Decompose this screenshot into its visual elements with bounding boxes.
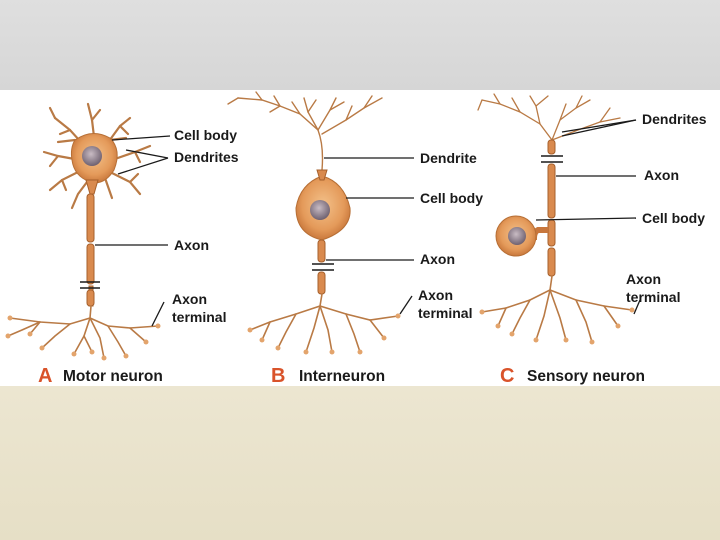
- inter-nucleus: [310, 200, 330, 220]
- motor-axon-segment: [86, 243, 95, 285]
- label-axon-terminal-b-line1: Axon: [418, 287, 453, 303]
- label-axon-terminal-c-line2: terminal: [626, 289, 680, 305]
- caption-motor-neuron: Motor neuron: [63, 368, 163, 385]
- motor-axon-segment: [86, 289, 95, 307]
- sensory-dendrite-tree: [477, 93, 621, 141]
- leader-lines: [95, 119, 641, 327]
- label-axon-terminal-c-line1: Axon: [626, 271, 661, 287]
- label-dendrite-b: Dendrite: [420, 150, 477, 166]
- label-dendrites-a: Dendrites: [174, 149, 239, 165]
- sensory-axon-segment: [547, 139, 556, 155]
- motor-axon-segment: [86, 193, 95, 243]
- label-axon-terminal-a-line2: terminal: [172, 309, 226, 325]
- sensory-axon-segment: [547, 163, 556, 219]
- label-axon-b: Axon: [420, 251, 455, 267]
- panel-letter-c: C: [500, 365, 514, 386]
- inter-axon-segment: [317, 271, 326, 295]
- label-axon-a: Axon: [174, 237, 209, 253]
- label-axon-terminal-a-line1: Axon: [172, 291, 207, 307]
- panel-letter-a: A: [38, 365, 52, 386]
- label-axon-terminal-b-line2: terminal: [418, 305, 472, 321]
- top-band: [0, 0, 720, 90]
- inter-axon-segment: [317, 239, 326, 263]
- motor-neuron: [5, 102, 161, 361]
- inter-dendrite-tree: [227, 91, 383, 171]
- motor-terminal-boutons: [5, 315, 161, 361]
- inter-dendrite-base: [316, 169, 328, 181]
- label-cell-body-c: Cell body: [642, 210, 705, 226]
- bottom-band: [0, 386, 720, 540]
- label-dendrites-c: Dendrites: [642, 111, 707, 127]
- label-cell-body-b: Cell body: [420, 190, 483, 206]
- label-cell-body-a: Cell body: [174, 127, 237, 143]
- panel-letter-b: B: [271, 365, 285, 386]
- sensory-terminal-boutons: [479, 307, 635, 345]
- inter-axon-terminal: [249, 293, 399, 353]
- sensory-axon-terminal: [481, 275, 633, 343]
- motor-axon-hillock: [85, 179, 99, 195]
- neuron-figure: Cell body Dendrites Axon Axon terminal D…: [0, 90, 720, 386]
- sensory-axon-segment: [547, 219, 556, 247]
- caption-sensory-neuron: Sensory neuron: [527, 368, 645, 385]
- motor-nucleus: [82, 146, 102, 166]
- sensory-axon-segment: [547, 247, 556, 277]
- caption-interneuron: Interneuron: [299, 368, 385, 385]
- motor-axon-terminal: [7, 305, 159, 359]
- label-axon-c: Axon: [644, 167, 679, 183]
- sensory-nucleus: [508, 227, 526, 245]
- inter-terminal-boutons: [247, 313, 401, 355]
- interneuron: [227, 91, 401, 355]
- sensory-neuron: [477, 93, 635, 345]
- neuron-diagram: Cell body Dendrites Axon Axon terminal D…: [5, 91, 707, 386]
